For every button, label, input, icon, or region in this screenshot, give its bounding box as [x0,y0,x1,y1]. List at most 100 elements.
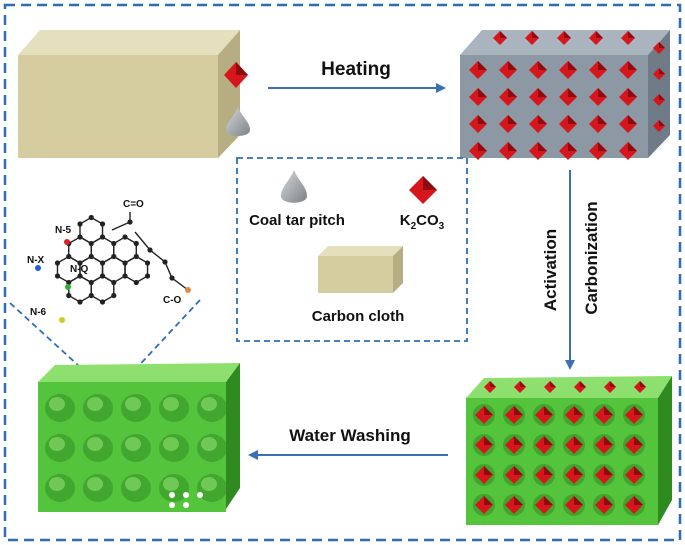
pore-highlight [201,477,217,491]
hexagon-ring [124,255,149,284]
pore-highlight [163,397,179,411]
pore-highlight [49,477,65,491]
carbon-atom [54,260,61,266]
pore-highlight [201,437,217,451]
pore-highlight [87,477,103,491]
crystal-shade [574,406,583,415]
crystal-shade [659,94,665,100]
carbon-atom [54,273,61,279]
crystal-shade [574,496,583,505]
coal-tar-pitch-icon [226,107,250,136]
crystal-shade [568,115,577,124]
heating-step: Heating [268,59,446,93]
crystal-shade [634,406,643,415]
crystal-shade [659,120,665,126]
crystal-shade [634,436,643,445]
carbon-atom [144,273,151,279]
pore-highlight [49,437,65,451]
pore-highlight [201,397,217,411]
pore-hole [169,492,175,498]
carbon-atom [88,292,94,299]
crystal-shade [544,436,553,445]
crystal-shade [484,436,493,445]
pore-hole [183,492,189,498]
carbon-atom [66,279,72,286]
crystal-shade [538,142,547,151]
label-nx: N-X [27,255,45,266]
carbon-atom [111,292,117,299]
carbon-cloth-block [18,30,240,158]
carbon-atom [99,260,106,266]
pore-hole [197,492,203,498]
carbon-atom [88,279,94,286]
crystal-shade [574,436,583,445]
hexagon-ring [90,275,115,303]
carbon-atom [122,273,128,279]
crystal-shade [628,115,637,124]
carbon-atom [144,260,151,266]
hexagon-ring [79,216,104,245]
carbon-atom [122,234,128,240]
carbon-atom [111,279,117,286]
crystal-shade [628,61,637,70]
carbon-atom [88,214,94,221]
legend-k2co3-icon [409,176,437,204]
crystal-shade [478,142,487,151]
carbon-atom [133,240,139,247]
nq-atom [65,284,71,290]
crystal-shade [628,88,637,97]
crystal-shade [508,115,517,124]
crystal-shade [598,115,607,124]
pore-highlight [125,397,141,411]
carbonyl-bond [111,212,131,231]
crystal-shade [628,142,637,151]
crystal-shade [628,31,635,38]
pore-highlight [163,477,179,491]
n6-atom [59,317,65,323]
carbonization-label: Carbonization [582,201,601,314]
crystal-shade [520,381,526,387]
nx-atom [35,265,41,271]
water-washing-label: Water Washing [289,426,411,445]
crystal-shade [484,466,493,475]
carbon-atom [147,247,153,253]
carbon-atom [122,260,128,266]
crystal-shade [478,115,487,124]
crystal-shade [514,466,523,475]
legend-cloth-label: Carbon cloth [312,308,405,325]
carbon-atom [99,299,106,305]
carbon-atom [133,253,139,260]
carbon-atom [127,219,133,225]
carbon-atom [77,221,83,227]
crystal-shade [604,466,613,475]
crystal-shade [598,61,607,70]
crystal-shade [574,466,583,475]
crystal-shade [598,88,607,97]
carbon-atom [88,253,94,260]
crystal-shade [508,61,517,70]
carbon-atom [99,273,106,279]
carbon-atom [133,279,139,286]
label-n6: N-6 [30,307,47,318]
crystal-shade [634,466,643,475]
crystal-array [469,31,665,160]
crystal-shade [568,88,577,97]
crystal-shade [500,31,507,38]
carbon-atom [111,240,117,247]
crystal-shade [604,406,613,415]
legend-pitch-label: Coal tar pitch [249,212,345,229]
crystal-shade [514,406,523,415]
activation-carbonization-step: Activation Carbonization [541,170,601,370]
hexagon-ring [68,275,92,303]
crystal-shade [604,496,613,505]
crystal-shade [580,381,586,387]
crystal-shade [550,381,556,387]
carbon-atom [77,234,83,240]
carbon-atom [99,234,106,240]
carbon-atom [77,260,83,266]
pore-highlight [125,477,141,491]
crystal-shade [659,42,665,48]
crystal-shade [659,68,665,74]
activated-carbon-block [466,376,672,525]
